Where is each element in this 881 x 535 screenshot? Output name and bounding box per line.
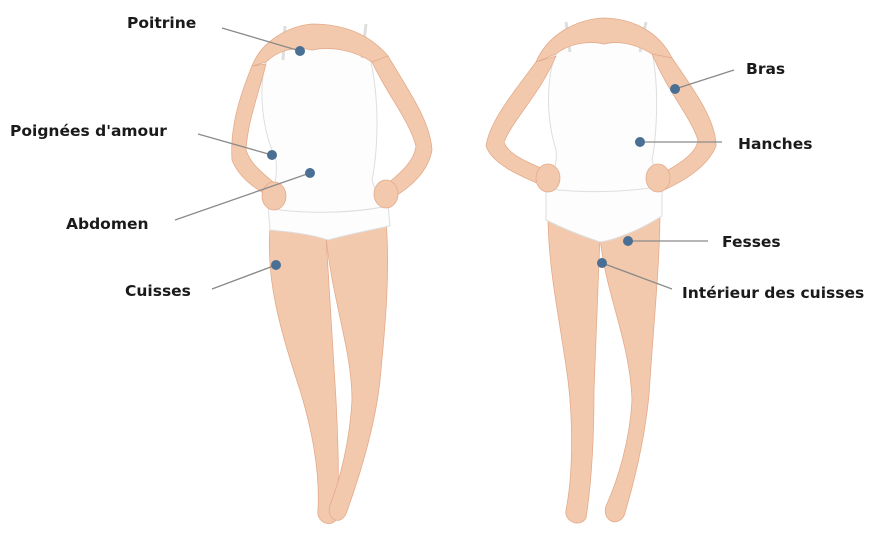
zone-hanches[interactable]: Hanches — [635, 135, 812, 153]
zone-label-interieur-des-cuisses: Intérieur des cuisses — [682, 284, 864, 302]
zone-marker[interactable] — [305, 168, 315, 178]
zone-marker[interactable] — [267, 150, 277, 160]
zone-cuisses[interactable]: Cuisses — [125, 260, 281, 300]
zone-marker[interactable] — [623, 236, 633, 246]
back-left-hand — [536, 164, 560, 192]
back-tank-top — [546, 42, 662, 192]
zone-label-cuisses: Cuisses — [125, 282, 191, 300]
front-left-leg — [269, 228, 338, 524]
back-figure — [486, 18, 716, 523]
front-right-hand — [374, 180, 398, 208]
zone-marker[interactable] — [295, 46, 305, 56]
zone-marker[interactable] — [670, 84, 680, 94]
zone-callouts: Poitrine Poignées d'amour Abdomen Cuisse… — [10, 14, 864, 302]
zone-label-abdomen: Abdomen — [66, 215, 149, 233]
front-right-arm — [372, 56, 432, 198]
zone-marker[interactable] — [271, 260, 281, 270]
zone-label-bras: Bras — [746, 60, 785, 78]
back-right-hand — [646, 164, 670, 192]
zone-marker[interactable] — [635, 137, 645, 147]
leader-line — [212, 265, 276, 289]
zone-label-poitrine: Poitrine — [127, 14, 196, 32]
back-right-leg — [600, 210, 660, 522]
zone-label-fesses: Fesses — [722, 233, 781, 251]
zone-marker[interactable] — [597, 258, 607, 268]
back-left-leg — [548, 214, 600, 523]
zone-label-poignees-damour: Poignées d'amour — [10, 122, 167, 140]
front-figure — [232, 24, 432, 524]
zone-label-hanches: Hanches — [738, 135, 812, 153]
